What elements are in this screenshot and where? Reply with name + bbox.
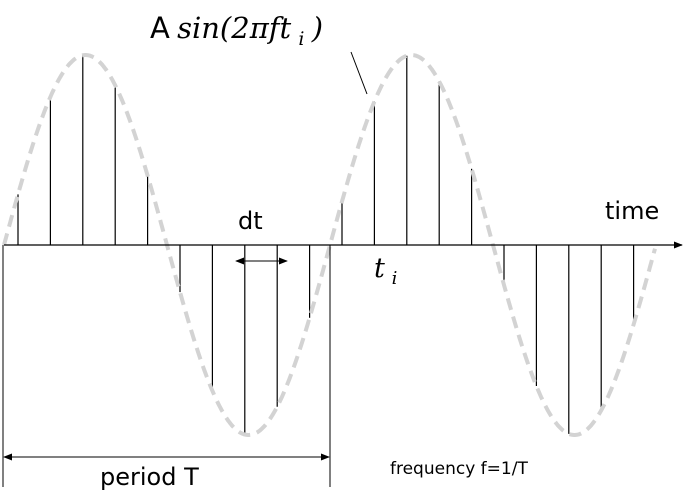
formula-function: sin(2πft <box>177 11 291 45</box>
formula-amplitude: A <box>150 11 170 45</box>
formula-label: A sin(2πft i ) <box>150 11 323 52</box>
formula-close-paren: ) <box>311 11 323 45</box>
formula-leader-line <box>350 51 368 95</box>
frequency-label: frequency f=1/T <box>390 459 528 479</box>
period-label: period T <box>100 463 199 491</box>
time-axis-label: time <box>605 197 659 225</box>
sample-lines <box>17 55 635 435</box>
sample-time-subscript: i <box>392 268 398 289</box>
dt-label: dt <box>238 207 263 235</box>
sample-time-symbol: t <box>374 253 385 284</box>
sample-time-label: t i <box>374 253 397 289</box>
formula-subscript: i <box>298 28 304 50</box>
